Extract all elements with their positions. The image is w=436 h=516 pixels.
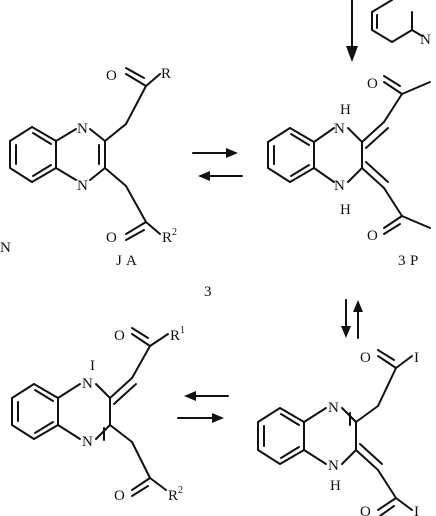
r-upper: R: [161, 66, 171, 82]
structure-bottom-right: N N H O I O I: [257, 349, 419, 516]
reagent-nh-label: N: [420, 32, 431, 48]
structure-bottom-left: N N I O R1 O R2: [11, 325, 185, 504]
oxygen-lower-br: O: [360, 504, 371, 516]
nitrogen-n1: N: [77, 121, 88, 137]
reagent-fragment: N: [346, 0, 431, 62]
structure-3p: N N H H O O 3 P: [267, 75, 431, 269]
label-prefix-3a: J: [116, 253, 122, 269]
oxygen-lower-3p: O: [367, 228, 378, 244]
equilibrium-arrows-top: [192, 148, 243, 181]
oxygen-upper-bl: O: [114, 328, 125, 344]
oxygen-lower: O: [106, 230, 117, 246]
label-3p-number: 3: [398, 253, 406, 269]
center-compound-number: 3: [204, 284, 212, 300]
hydrogen-n4-3p: H: [340, 202, 351, 218]
r1-upper-bl: R1: [170, 325, 185, 344]
r-upper-br: I: [414, 350, 419, 366]
label-3p-letter: P: [410, 253, 418, 269]
hydrogen-n4-br: H: [330, 478, 341, 494]
nitrogen-n1-bl: N: [82, 376, 93, 392]
equilibrium-arrows-right: [341, 299, 363, 339]
oxygen-upper-3p: O: [367, 76, 378, 92]
nitrogen-n4-bl: N: [82, 434, 93, 450]
nitrogen-n4-br: N: [328, 458, 339, 474]
left-edge-fragment: N: [0, 240, 11, 256]
nitrogen-n4-3p: N: [334, 178, 345, 194]
nitrogen-n1-3p: N: [334, 121, 345, 137]
oxygen-lower-bl: O: [114, 488, 125, 504]
oxygen-upper: O: [106, 68, 117, 84]
oxygen-upper-br: O: [360, 350, 371, 366]
r-lower-br: I: [414, 504, 419, 516]
nitrogen-n4: N: [77, 178, 88, 194]
r2-lower-bl: R2: [168, 485, 183, 504]
label-3a: A: [126, 253, 137, 269]
nitrogen-n1-br: N: [328, 400, 339, 416]
hydrogen-n1-3p: H: [340, 102, 351, 118]
structure-3a: N N O R O R2 J A N: [0, 66, 177, 269]
hydrogen-n1-bl: I: [90, 358, 95, 374]
equilibrium-arrows-bottom: [177, 391, 229, 423]
r2-lower: R2: [162, 227, 177, 246]
